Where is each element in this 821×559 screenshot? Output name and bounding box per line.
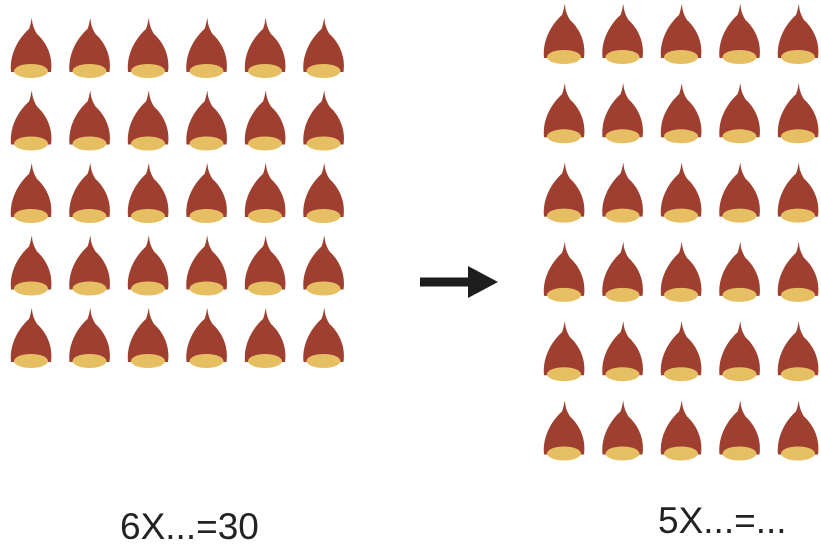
chestnut-icon: [602, 321, 643, 382]
chestnut-icon: [719, 241, 760, 302]
chestnut-icon: [127, 163, 169, 223]
chestnut-icon: [69, 163, 110, 223]
chestnut-icon: [10, 18, 52, 78]
chestnut-icon: [719, 4, 760, 64]
chestnut-icon: [602, 162, 643, 223]
chestnut-icon: [244, 235, 286, 296]
chestnut-icon: [602, 241, 643, 302]
chestnut-icon: [186, 18, 227, 78]
arrow-right-icon: [420, 266, 498, 298]
chestnut-icon: [186, 163, 227, 223]
chestnut-icon: [127, 90, 169, 151]
chestnut-icon: [543, 83, 585, 144]
chestnut-icon: [303, 308, 344, 368]
chestnut-icon: [10, 308, 52, 368]
chestnut-icon: [69, 90, 110, 151]
chestnut-icon: [69, 308, 110, 368]
chestnut-icon: [660, 4, 702, 64]
left-chestnut-grid: [10, 18, 344, 368]
chestnut-icon: [10, 163, 52, 223]
right-equation-caption: 5X...=...: [658, 500, 787, 541]
chestnut-icon: [127, 308, 169, 368]
chestnut-icon: [244, 90, 286, 151]
chestnut-icon: [244, 308, 286, 368]
chestnut-icon: [543, 162, 585, 223]
chestnut-icon: [186, 90, 227, 151]
chestnut-icon: [660, 83, 702, 144]
chestnut-icon: [186, 308, 227, 368]
chestnut-icon: [602, 4, 643, 64]
chestnut-icon: [660, 321, 702, 382]
chestnut-icon: [303, 235, 344, 296]
chestnut-icon: [10, 235, 52, 296]
chestnut-icon: [777, 321, 819, 382]
chestnut-icon: [660, 241, 702, 302]
chestnut-icon: [777, 4, 819, 64]
chestnut-icon: [777, 162, 819, 223]
chestnut-icon: [660, 400, 702, 461]
chestnut-icon: [244, 163, 286, 223]
chestnut-icon: [69, 18, 110, 78]
chestnut-icon: [127, 235, 169, 296]
chestnut-icon: [543, 241, 585, 302]
chestnut-icon: [719, 400, 760, 461]
left-equation-caption: 6X...=30: [120, 506, 259, 547]
chestnut-icon: [602, 400, 643, 461]
chestnut-icon: [10, 90, 52, 151]
chestnut-icon: [303, 90, 344, 151]
chestnut-icon: [186, 235, 227, 296]
chestnut-icon: [543, 4, 585, 64]
chestnut-icon: [660, 162, 702, 223]
chestnut-icon: [602, 83, 643, 144]
chestnut-icon: [543, 400, 585, 461]
chestnut-icon: [777, 83, 819, 144]
chestnut-icon: [244, 18, 286, 78]
chestnut-icon: [303, 18, 344, 78]
chestnut-icon: [127, 18, 169, 78]
chestnut-icon: [777, 400, 819, 461]
right-chestnut-grid: [543, 4, 819, 461]
chestnut-icon: [719, 83, 760, 144]
chestnut-icon: [69, 235, 110, 296]
chestnut-icon: [719, 321, 760, 382]
chestnut-icon: [719, 162, 760, 223]
chestnut-icon: [303, 163, 344, 223]
chestnut-icon: [777, 241, 819, 302]
chestnut-icon: [543, 321, 585, 382]
